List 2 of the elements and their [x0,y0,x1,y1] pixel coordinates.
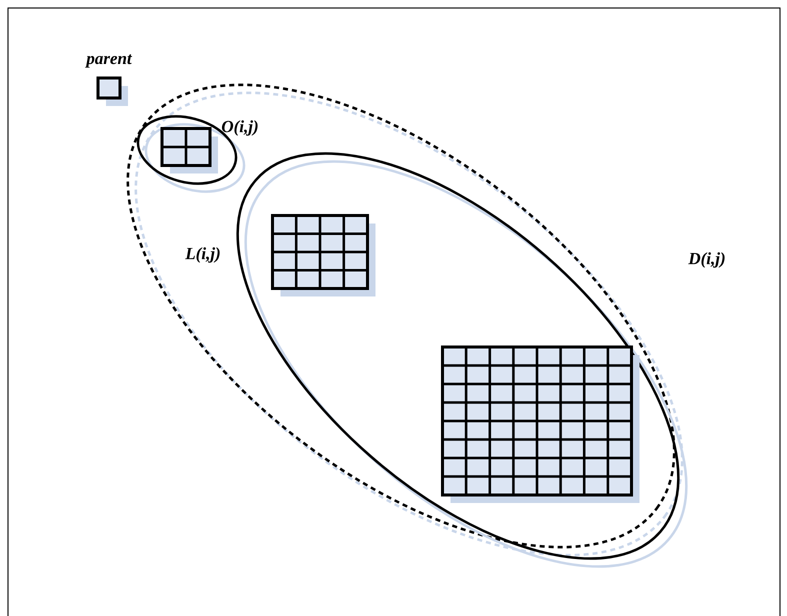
set-label: D(i,j) [688,252,725,268]
set-label: parent [85,54,132,68]
